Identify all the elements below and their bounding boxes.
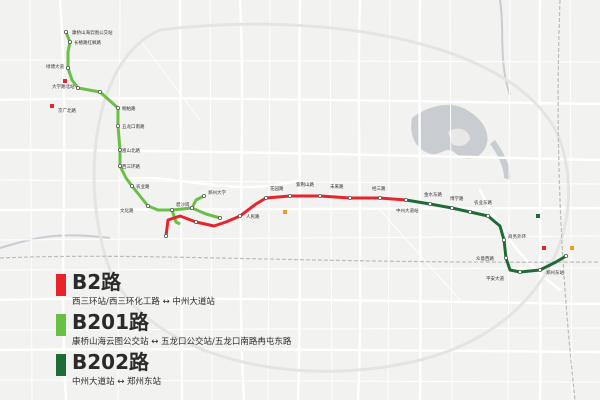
route-b201-line [64, 31, 221, 226]
stop-label: 花园路 [270, 185, 284, 192]
route-legend: B2路 西三环站/西三环化工路 ↔ 中州大道站 B201路 康桥山海云图公交站 … [56, 270, 316, 390]
legend-item-b2: B2路 西三环站/西三环化工路 ↔ 中州大道站 [56, 270, 316, 308]
stops-b202 [427, 201, 569, 274]
stop-marker [501, 237, 506, 242]
stop-label: 康桥山海云图公交站 [72, 29, 113, 36]
stop-marker [118, 163, 123, 168]
stop-marker [347, 195, 352, 200]
stop-label: 碧沙岗 [176, 201, 190, 208]
railway-ns [557, 0, 576, 400]
stop-marker [116, 124, 121, 129]
stop-marker [449, 205, 454, 210]
stop-label: 众意西路 [476, 255, 494, 262]
stop-marker [163, 233, 168, 238]
railway [0, 255, 600, 263]
stop-label: 人民路 [246, 213, 260, 220]
water-lake [411, 104, 511, 180]
stop-marker [98, 90, 103, 95]
metro-icon [542, 246, 546, 250]
stop-marker [193, 219, 198, 224]
route-desc-b2: 西三环站/西三环化工路 ↔ 中州大道站 [72, 297, 215, 307]
interchange-icons [50, 79, 574, 250]
stop-marker [403, 197, 408, 202]
stop-marker [68, 40, 73, 45]
stop-label: 长椿路红枫路 [74, 39, 101, 46]
stop-label: 紫荆山路 [296, 181, 314, 188]
stop-marker [237, 213, 242, 218]
metro-icon [63, 79, 67, 83]
metro-icon [536, 214, 540, 218]
metro-icon [283, 210, 287, 214]
route-name-b202: B202路 [72, 350, 149, 374]
stop-label: 商务外环 [508, 233, 526, 240]
stop-label: 郑州大学 [208, 189, 226, 196]
stop-label: 桐柏路 [122, 105, 136, 112]
stop-marker [64, 29, 69, 34]
stop-marker [317, 193, 322, 198]
stop-marker [145, 203, 150, 208]
stop-label: 京广北路 [58, 107, 76, 114]
stop-marker [201, 193, 206, 198]
stop-marker [287, 193, 292, 198]
legend-swatch-b2 [56, 274, 66, 296]
stop-marker [217, 215, 222, 220]
stop-label: 五龙口南路 [122, 123, 145, 130]
route-b2-line [164, 194, 407, 237]
route-desc-b201: 康桥山海云图公交站 ↔ 五龙口公交站/五龙口南路冉屯东路 [72, 337, 292, 347]
stops-b201 [64, 29, 222, 220]
stop-label: 大学路北站 [52, 83, 75, 90]
stop-label: 中州大道站 [396, 207, 419, 214]
stop-marker [564, 253, 569, 258]
stop-marker [377, 195, 382, 200]
stop-marker [518, 269, 523, 274]
ring-road [92, 22, 570, 373]
stop-marker [263, 195, 268, 200]
stop-marker [118, 147, 123, 152]
stop-label: 郑州东站 [546, 269, 564, 276]
route-name-b2: B2路 [72, 270, 122, 294]
legend-swatch-b201 [56, 314, 66, 336]
stop-marker [116, 106, 121, 111]
stop-marker [427, 201, 432, 206]
stop-label: 金水东路 [424, 191, 442, 198]
metro-icon [570, 246, 574, 250]
stop-label: 平安大道 [486, 275, 504, 282]
stop-marker [538, 267, 543, 272]
metro-icon [50, 104, 54, 108]
stop-marker [76, 86, 81, 91]
legend-swatch-b202 [56, 354, 66, 376]
stop-marker [189, 205, 194, 210]
stop-marker [129, 183, 134, 188]
water-river [0, 0, 511, 249]
stop-label: 嵩山北路 [122, 147, 140, 154]
stop-label: 农业路 [136, 183, 150, 190]
stop-label: 文化路 [120, 207, 134, 214]
stop-marker [485, 213, 490, 218]
stop-marker [467, 209, 472, 214]
stop-label: 西三环路 [122, 163, 140, 170]
stop-label: 未来路 [330, 183, 344, 190]
stop-label: 经三路 [372, 185, 386, 192]
stop-label: 绿博大道 [46, 63, 64, 70]
stop-label: 农业东路 [474, 199, 492, 206]
stop-marker [66, 66, 71, 71]
route-name-b201: B201路 [72, 310, 149, 334]
stop-marker [169, 207, 174, 212]
legend-item-b202: B202路 中州大道站 ↔ 郑州东站 [56, 350, 316, 388]
stop-label: 博学路 [450, 195, 464, 202]
stop-labels: 康桥山海云图公交站 长椿路红枫路 绿博大道 大学路北站 京广北路 桐柏路 五龙口… [46, 29, 564, 282]
stops-b2 [163, 193, 408, 238]
route-desc-b202: 中州大道站 ↔ 郑州东站 [72, 377, 162, 387]
legend-item-b201: B201路 康桥山海云图公交站 ↔ 五龙口公交站/五龙口南路冉屯东路 [56, 310, 316, 348]
stop-marker [503, 255, 508, 260]
